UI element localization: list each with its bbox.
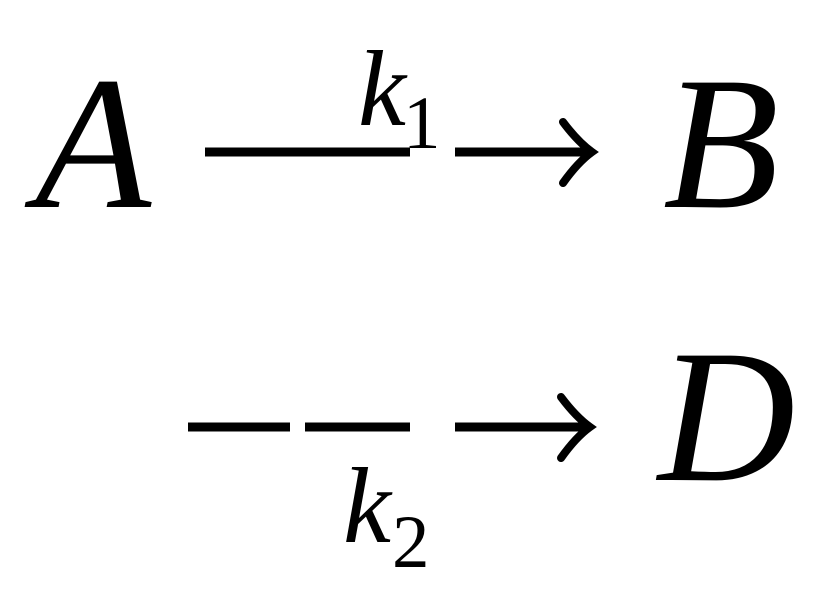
rate-constant-k1-subscript: 1	[403, 82, 441, 165]
reactant-a: A	[24, 39, 152, 249]
product-b: B	[663, 39, 779, 249]
arrow-to-d	[188, 393, 597, 462]
arrow-to-b	[205, 118, 599, 187]
product-d: D	[655, 312, 795, 522]
rate-constant-k2: k	[343, 447, 393, 566]
rate-constant-k2-subscript: 2	[392, 501, 430, 584]
rate-constant-k1: k	[358, 30, 408, 149]
